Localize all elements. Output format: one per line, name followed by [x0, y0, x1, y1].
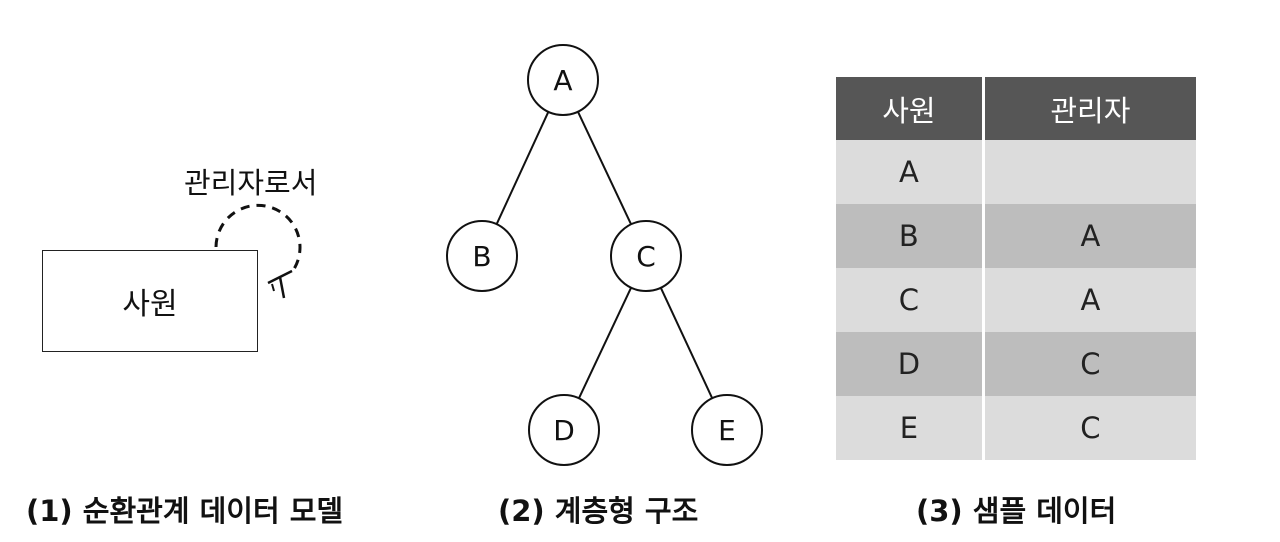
manager-cell: C: [984, 332, 1196, 396]
employee-cell: C: [836, 268, 985, 332]
caption-hierarchy: (2) 계층형 구조: [498, 494, 699, 528]
table-row: B A: [836, 204, 1196, 268]
manager-cell: A: [984, 268, 1196, 332]
table-row: A: [836, 140, 1196, 204]
crowfoot-prong: [278, 276, 286, 299]
tree-node-d: [528, 394, 600, 466]
tree-edge-c-d: [578, 287, 632, 399]
manager-cell: A: [984, 204, 1196, 268]
tree-node-label-c: C: [636, 240, 656, 273]
tree-node-label-d: D: [553, 414, 575, 447]
tree-edge-a-b: [495, 111, 550, 225]
employee-cell: D: [836, 332, 985, 396]
sample-data-table: 사원 관리자 A B A C A D C: [836, 77, 1196, 460]
tree-node-b: [446, 220, 518, 292]
caption-recursive-model: (1) 순환관계 데이터 모델: [26, 494, 344, 528]
column-header-employee: 사원: [836, 77, 985, 140]
employee-cell: B: [836, 204, 985, 268]
table-header-row: 사원 관리자: [836, 77, 1196, 140]
relationship-label: 관리자로서: [184, 166, 318, 200]
tree-node-a: [527, 44, 599, 116]
employee-cell: A: [836, 140, 985, 204]
table-row: C A: [836, 268, 1196, 332]
tree-edge-a-c: [577, 111, 632, 225]
entity-name: 사원: [122, 287, 178, 322]
table-row: E C: [836, 396, 1196, 460]
recursive-relationship-arc: [214, 203, 302, 273]
manager-cell: [984, 140, 1196, 204]
hierarchy-panel: A B C D E: [420, 0, 820, 542]
table-row: D C: [836, 332, 1196, 396]
crowfoot-tick: [271, 283, 275, 292]
recursive-relationship-graphic: [214, 203, 302, 299]
employee-entity: 사원: [42, 250, 258, 352]
recursive-model-panel: 관리자로서 사원: [0, 0, 420, 542]
tree-node-label-b: B: [472, 240, 491, 273]
tree-node-label-a: A: [553, 64, 572, 97]
tree-edge-c-e: [659, 287, 714, 399]
employee-cell: E: [836, 396, 985, 460]
tree-node-e: [691, 394, 763, 466]
column-header-manager: 관리자: [984, 77, 1196, 140]
manager-cell: C: [984, 396, 1196, 460]
caption-sample-data: (3) 샘플 데이터: [916, 494, 1117, 528]
tree-node-c: [610, 220, 682, 292]
tree-node-label-e: E: [718, 414, 736, 447]
sample-data-panel: 사원 관리자 A B A C A D C: [820, 0, 1280, 542]
hierarchy-tree: A B C D E: [446, 44, 763, 466]
